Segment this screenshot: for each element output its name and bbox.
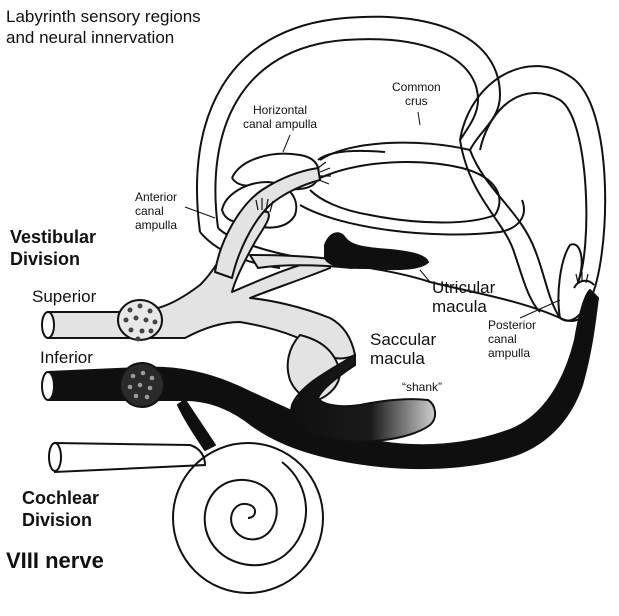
vestibular-division-label: Vestibular Division — [10, 227, 97, 269]
posterior-canal-ampulla-label: Posterior canal ampulla — [488, 318, 537, 360]
inferior-ganglion — [119, 362, 165, 408]
utricular-macula-label: Utricular macula — [432, 278, 496, 316]
posterior-leader — [519, 299, 561, 319]
hair-cell-tufts — [255, 161, 589, 284]
saccular-macula-label: Saccular macula — [370, 330, 437, 368]
inferior-nerve-cut-end — [41, 371, 55, 401]
title-line-2: and neural innervation — [6, 28, 175, 47]
superior-label: Superior — [32, 287, 97, 306]
shank-label: “shank” — [402, 380, 443, 394]
horizontal-canal-ampulla-label: Horizontal canal ampulla — [243, 103, 318, 131]
inferior-label: Inferior — [40, 348, 93, 367]
common-crus-leader — [417, 111, 421, 126]
superior-ganglion — [117, 299, 163, 342]
hook-label: “hook” — [342, 377, 377, 391]
utricular-macula-shape — [324, 232, 430, 271]
horizontal-leader — [282, 134, 291, 153]
posterior-ampulla-tip — [573, 279, 595, 289]
anterior-canal-ampulla-label: Anterior canal ampulla — [135, 190, 178, 232]
anterior-leader — [184, 206, 216, 219]
saccular-macula-shape — [290, 353, 436, 443]
common-crus-label: Common crus — [392, 80, 441, 108]
utricular-leader — [419, 269, 431, 283]
title-line-1: Labyrinth sensory regions — [6, 7, 201, 26]
cochlear-division-nerve — [54, 441, 207, 474]
cochlear-nerve-cut-end — [48, 442, 62, 472]
diagram-title: Labyrinth sensory regions and neural inn… — [6, 6, 201, 48]
superior-nerve-cut-end — [41, 311, 55, 339]
cochlea-spiral — [172, 442, 324, 594]
viii-nerve-label: VIII nerve — [6, 548, 104, 573]
cochlear-division-label: Cochlear Division — [22, 488, 100, 530]
